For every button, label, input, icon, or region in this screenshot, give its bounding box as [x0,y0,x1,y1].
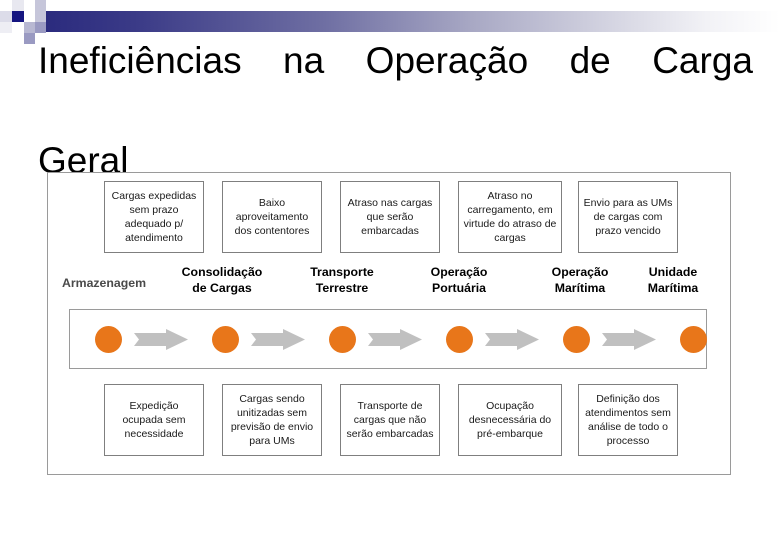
bottom-inefficiency-box: Definição dos atendimentos sem análise d… [578,384,678,456]
bottom-inefficiency-text: Cargas sendo unitizadas sem previsão de … [230,392,314,448]
bottom-inefficiency-text: Transporte de cargas que não serão embar… [346,399,434,441]
bottom-inefficiency-text: Expedição ocupada sem necessidade [122,399,186,441]
header-square-9 [0,22,12,33]
header-square-13 [24,33,35,44]
process-node-armazenagem [95,326,122,353]
stage-label-line: Portuária [432,281,486,295]
top-inefficiency-row: Cargas expedidas sem prazo adequado p/ a… [48,181,730,253]
bottom-inefficiency-text: Definição dos atendimentos sem análise d… [585,392,671,448]
stage-label-unidade-maritima: Unidade Marítima [613,264,733,296]
top-inefficiency-box: Baixo aproveitamento dos contentores [222,181,322,253]
stage-label-transporte-terrestre: Transporte Terrestre [282,264,402,296]
header-gradient-bar [46,11,780,32]
process-node-consolidacao [212,326,239,353]
stage-label-row: Armazenagem Consolidação de Cargas Trans… [48,261,730,303]
slide-title-line-1: Ineficiências na Operação de Carga [38,40,753,81]
header-square-14 [35,33,46,44]
header-square-2 [12,0,24,11]
process-node-unidade-maritima [680,326,707,353]
top-inefficiency-box: Atraso nas cargas que serão embarcadas [340,181,440,253]
slide-header-decoration [0,0,780,46]
bottom-inefficiency-box: Ocupação desnecessária do pré-embarque [458,384,562,456]
stage-label-line: Consolidação [181,265,263,279]
bottom-inefficiency-box: Expedição ocupada sem necessidade [104,384,204,456]
header-square-4 [35,0,46,11]
bottom-inefficiency-box: Transporte de cargas que não serão embar… [340,384,440,456]
top-inefficiency-text: Baixo aproveitamento dos contentores [234,196,310,238]
stage-label-consolidacao-de-cargas: Consolidação de Cargas [162,264,282,296]
process-flow-band [69,309,707,369]
stage-label-line: Marítima [554,281,606,295]
header-square-5 [0,11,12,22]
top-inefficiency-box: Cargas expedidas sem prazo adequado p/ a… [104,181,204,253]
process-node-transporte [329,326,356,353]
flow-arrow-icon [251,329,305,350]
flow-arrow-icon [134,329,188,350]
stage-label-operacao-maritima: Operação Marítima [520,264,640,296]
stage-label-operacao-portuaria: Operação Portuária [399,264,519,296]
process-diagram: Cargas expedidas sem prazo adequado p/ a… [47,172,731,475]
header-square-12 [35,22,46,33]
stage-label-line: Transporte [310,265,374,279]
stage-label-armazenagem: Armazenagem [44,275,164,291]
stage-label-line: Operação [551,265,609,279]
top-inefficiency-text: Cargas expedidas sem prazo adequado p/ a… [111,189,197,245]
stage-label-line: Terrestre [315,281,369,295]
top-inefficiency-text: Envio para as UMs de cargas com prazo ve… [583,196,673,238]
stage-label-line: Marítima [647,281,699,295]
top-inefficiency-box: Atraso no carregamento, em virtude do at… [458,181,562,253]
header-square-11 [24,22,35,33]
flow-arrow-icon [368,329,422,350]
bottom-inefficiency-row: Expedição ocupada sem necessidade Cargas… [48,384,730,456]
slide-title: Ineficiências na Operação de Carga Geral [38,36,753,186]
process-node-operacao-maritima [563,326,590,353]
bottom-inefficiency-box: Cargas sendo unitizadas sem previsão de … [222,384,322,456]
header-square-1 [0,0,12,11]
flow-arrow-icon [485,329,539,350]
header-square-6 [12,11,24,22]
top-inefficiency-box: Envio para as UMs de cargas com prazo ve… [578,181,678,253]
header-square-3 [24,0,35,11]
process-node-operacao-portuaria [446,326,473,353]
stage-label-line: de Cargas [192,281,252,295]
top-inefficiency-text: Atraso nas cargas que serão embarcadas [347,196,433,238]
top-inefficiency-text: Atraso no carregamento, em virtude do at… [463,189,557,245]
bottom-inefficiency-text: Ocupação desnecessária do pré-embarque [468,399,552,441]
header-square-10 [12,22,24,33]
stage-label-line: Operação [430,265,488,279]
header-square-7 [24,11,35,22]
stage-label-line: Armazenagem [61,276,147,290]
flow-arrow-icon [602,329,656,350]
header-square-8 [35,11,46,22]
stage-label-line: Unidade [648,265,698,279]
